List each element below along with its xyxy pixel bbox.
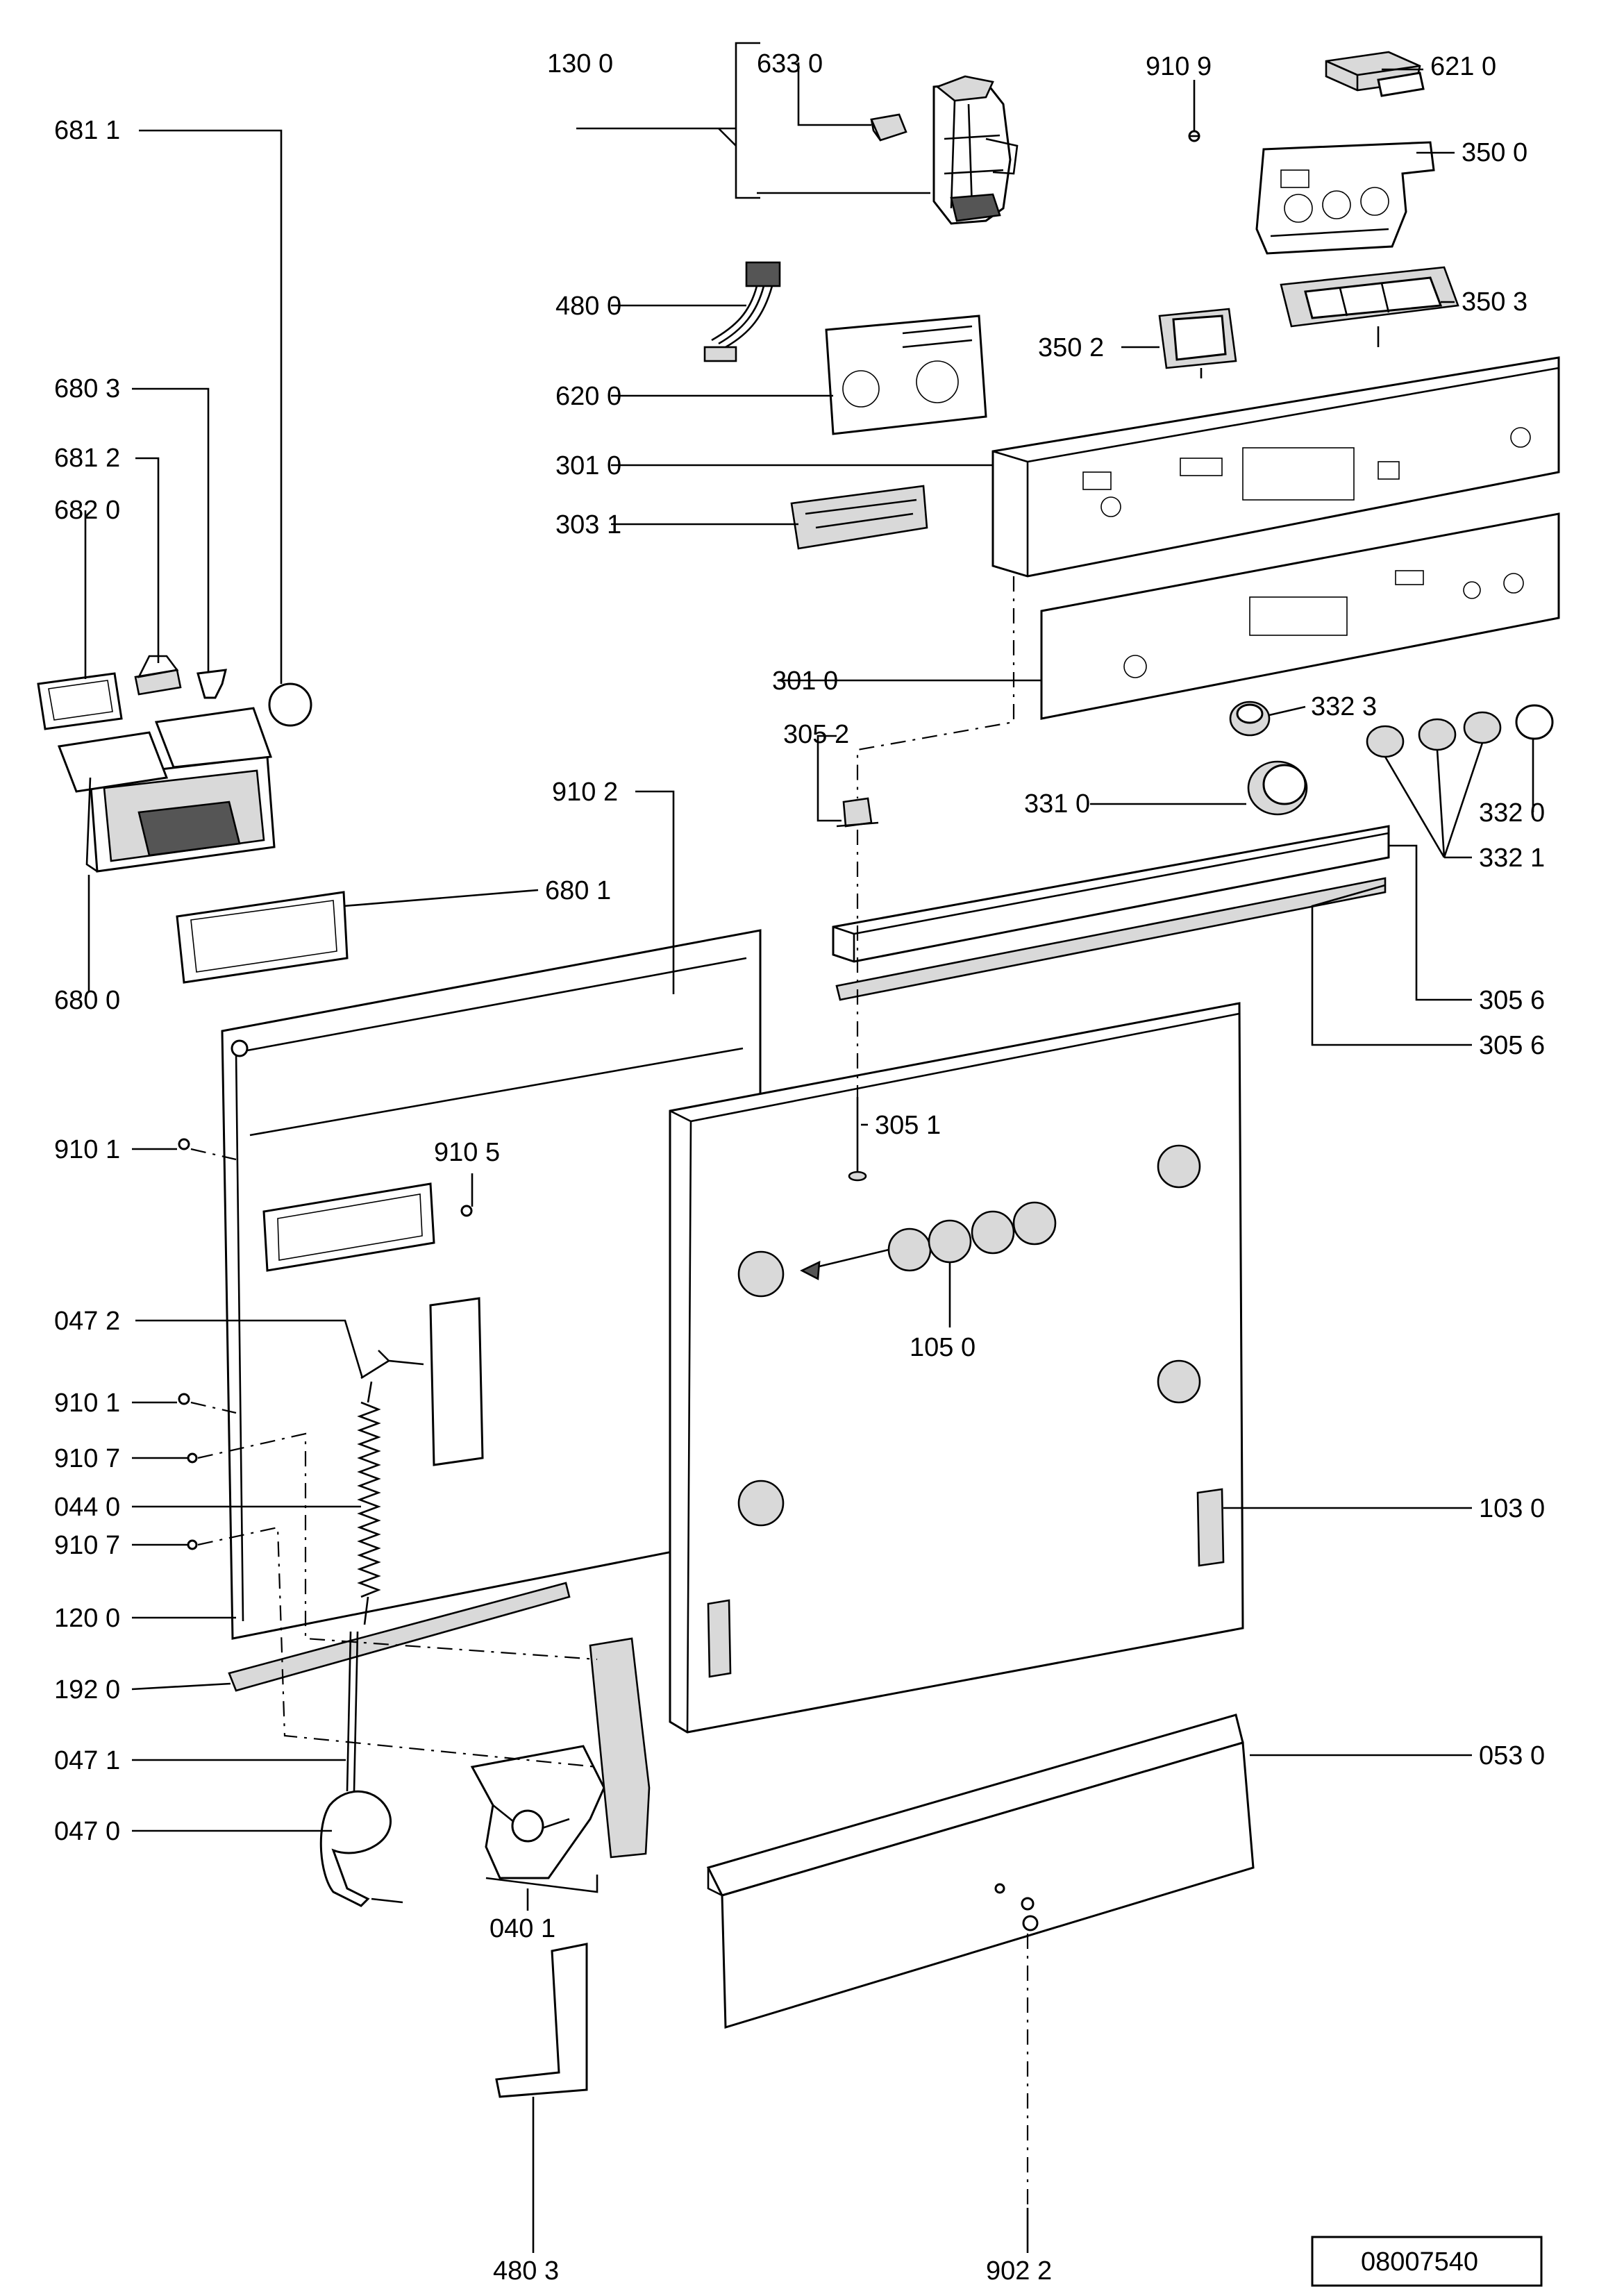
label-332-0: 332 0 — [1479, 798, 1545, 828]
part-681-1-round-cap — [268, 682, 312, 727]
part-331-0-knob — [1247, 760, 1308, 816]
part-103-0-outer-door — [669, 1002, 1244, 1734]
part-303-1-switch-strip — [790, 485, 928, 550]
label-910-9: 910 9 — [1146, 52, 1212, 81]
label-303-1: 303 1 — [555, 510, 621, 539]
assembly-lines — [190, 576, 1029, 2208]
part-301-0-control-panel-rear — [991, 356, 1560, 578]
part-044-0-spring — [357, 1381, 381, 1625]
part-332-3-knob — [1229, 701, 1271, 737]
small-screws — [178, 1138, 473, 1550]
label-633-0: 633 0 — [757, 49, 823, 78]
label-910-1-lower: 910 1 — [54, 1389, 120, 1418]
label-332-1: 332 1 — [1479, 844, 1545, 873]
label-105-0: 105 0 — [910, 1333, 976, 1362]
part-633-0-clip — [870, 113, 907, 142]
label-681-2: 681 2 — [54, 444, 120, 473]
label-910-7-lower: 910 7 — [54, 1531, 120, 1560]
part-681-2-flap — [134, 655, 182, 696]
part-332-1-knobs — [1366, 711, 1502, 758]
label-681-1: 681 1 — [54, 116, 120, 145]
part-305-2-pin — [836, 797, 879, 828]
part-192-0-trim-strip — [228, 1582, 571, 1692]
label-305-1: 305 1 — [875, 1111, 941, 1140]
part-680-3-cap — [196, 669, 227, 699]
label-047-0: 047 0 — [54, 1817, 120, 1846]
label-902-2: 902 2 — [986, 2256, 1052, 2286]
part-480-0-wiring-harness — [703, 261, 781, 362]
label-680-0: 680 0 — [54, 986, 120, 1015]
label-682-0: 682 0 — [54, 496, 120, 525]
part-047-1-rod — [346, 1631, 359, 1792]
part-350-3-panel-insert — [1280, 266, 1459, 347]
part-682-0-seal — [37, 672, 123, 730]
part-040-1-hinge — [470, 1637, 651, 1893]
label-130-0: 130 0 — [547, 49, 613, 78]
part-305-1-pin — [848, 1097, 867, 1182]
part-130-0-door-lock — [932, 75, 1019, 225]
label-192-0: 192 0 — [54, 1675, 120, 1704]
label-910-7-upper: 910 7 — [54, 1444, 120, 1473]
label-350-2: 350 2 — [1038, 333, 1104, 362]
part-910-9-screw — [1188, 130, 1200, 142]
part-680-0-detergent-dispenser — [57, 707, 276, 873]
part-047-2-hook — [360, 1350, 424, 1380]
label-047-2: 047 2 — [54, 1307, 120, 1336]
drawing-number-box: 08007540 — [1311, 2236, 1543, 2287]
label-047-1: 047 1 — [54, 1746, 120, 1775]
label-305-6-lower: 305 6 — [1479, 1031, 1545, 1060]
label-044-0: 044 0 — [54, 1493, 120, 1522]
label-910-5: 910 5 — [434, 1138, 500, 1167]
label-910-1-upper: 910 1 — [54, 1135, 120, 1164]
label-480-3: 480 3 — [493, 2256, 559, 2286]
part-332-0-knob-cap — [1515, 704, 1554, 740]
label-103-0: 103 0 — [1479, 1494, 1545, 1523]
part-480-3-bracket — [495, 1943, 588, 2098]
part-621-0-module — [1325, 51, 1425, 97]
part-350-0-circuit-board — [1255, 141, 1435, 255]
drawing-number: 08007540 — [1361, 2247, 1478, 2277]
label-301-0-top: 301 0 — [555, 451, 621, 480]
label-120-0: 120 0 — [54, 1604, 120, 1633]
part-305-6-rail-lower — [835, 877, 1387, 1001]
part-053-0-kick-plate — [706, 1713, 1255, 2029]
label-305-6-upper: 305 6 — [1479, 986, 1545, 1015]
label-480-0: 480 0 — [555, 292, 621, 321]
label-350-3: 350 3 — [1462, 287, 1527, 317]
label-680-3: 680 3 — [54, 374, 120, 403]
part-labels: 130 0 633 0 910 9 621 0 681 1 350 0 480 … — [54, 49, 1545, 2286]
label-053-0: 053 0 — [1479, 1741, 1545, 1770]
label-040-1: 040 1 — [489, 1914, 555, 1943]
part-680-1-gasket — [176, 891, 349, 984]
part-120-0-inner-door — [221, 929, 762, 1640]
label-332-3: 332 3 — [1311, 692, 1377, 721]
leader-lines — [84, 42, 1534, 2253]
part-902-2-screw — [1021, 1897, 1039, 1932]
label-621-0: 621 0 — [1430, 52, 1496, 81]
part-047-0-clip — [319, 1790, 403, 1907]
part-305-6-rail-upper — [832, 825, 1390, 963]
label-331-0: 331 0 — [1024, 789, 1090, 819]
label-305-2: 305 2 — [783, 720, 849, 749]
part-301-0-front-fascia — [1040, 512, 1560, 720]
part-350-2-connector — [1158, 308, 1237, 378]
label-910-2: 910 2 — [552, 778, 618, 807]
label-620-0: 620 0 — [555, 382, 621, 411]
label-301-0-front: 301 0 — [772, 667, 838, 696]
label-350-0: 350 0 — [1462, 138, 1527, 167]
label-680-1: 680 1 — [545, 876, 611, 905]
part-620-0-electronic-module — [825, 315, 987, 435]
